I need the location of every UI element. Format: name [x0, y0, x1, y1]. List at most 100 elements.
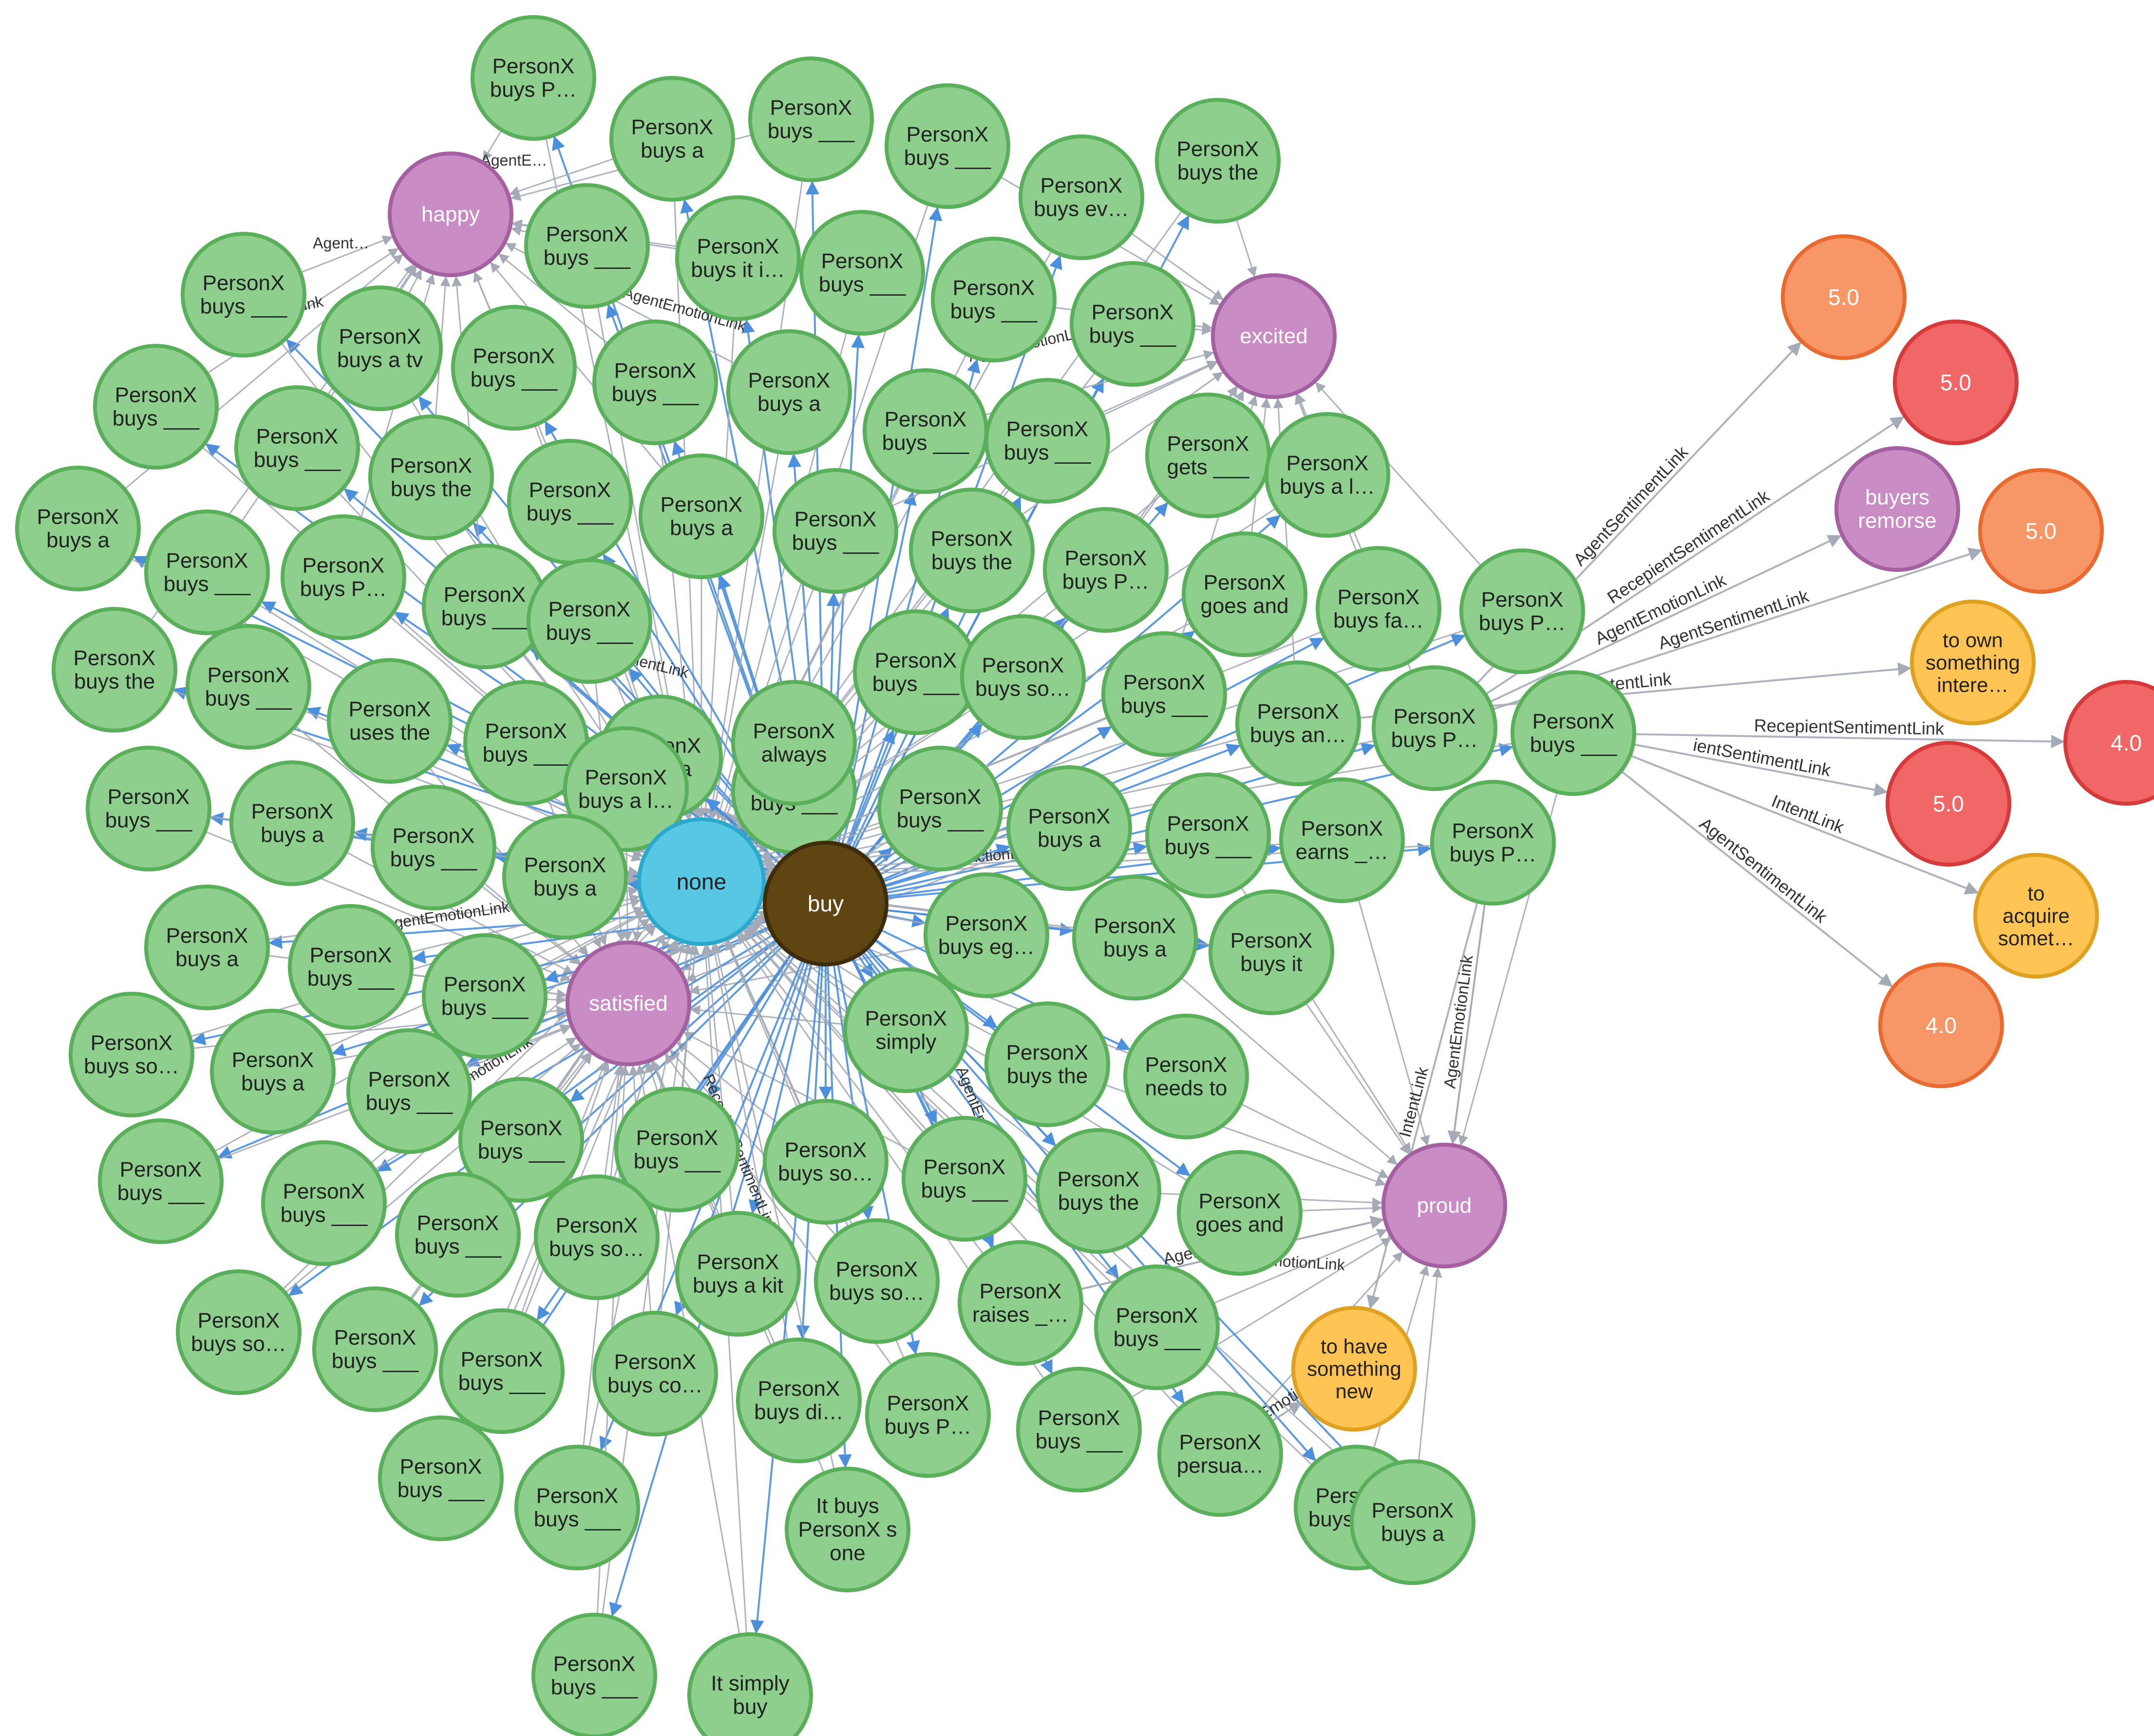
- emotion-excited-node[interactable]: excited: [1211, 273, 1337, 399]
- score-node[interactable]: 5.0: [1978, 468, 2104, 594]
- hub-buy-node[interactable]: buy: [763, 841, 888, 966]
- emotion-proud-node[interactable]: proud: [1381, 1143, 1507, 1268]
- hub-none-node[interactable]: none: [637, 817, 766, 946]
- score-node[interactable]: 5.0: [1886, 741, 2011, 867]
- event-node[interactable]: PersonXpersua…: [1157, 1391, 1283, 1517]
- emotion-happy-node[interactable]: happy: [388, 151, 513, 277]
- score-node[interactable]: 5.0: [1781, 234, 1907, 360]
- score-node[interactable]: 4.0: [2063, 680, 2154, 806]
- emotion-satisfied-node[interactable]: satisfied: [566, 941, 691, 1066]
- intent-acquire-node[interactable]: toacquiresomet…: [1973, 853, 2099, 979]
- intent-own-node[interactable]: to ownsomethingintere…: [1910, 600, 2036, 725]
